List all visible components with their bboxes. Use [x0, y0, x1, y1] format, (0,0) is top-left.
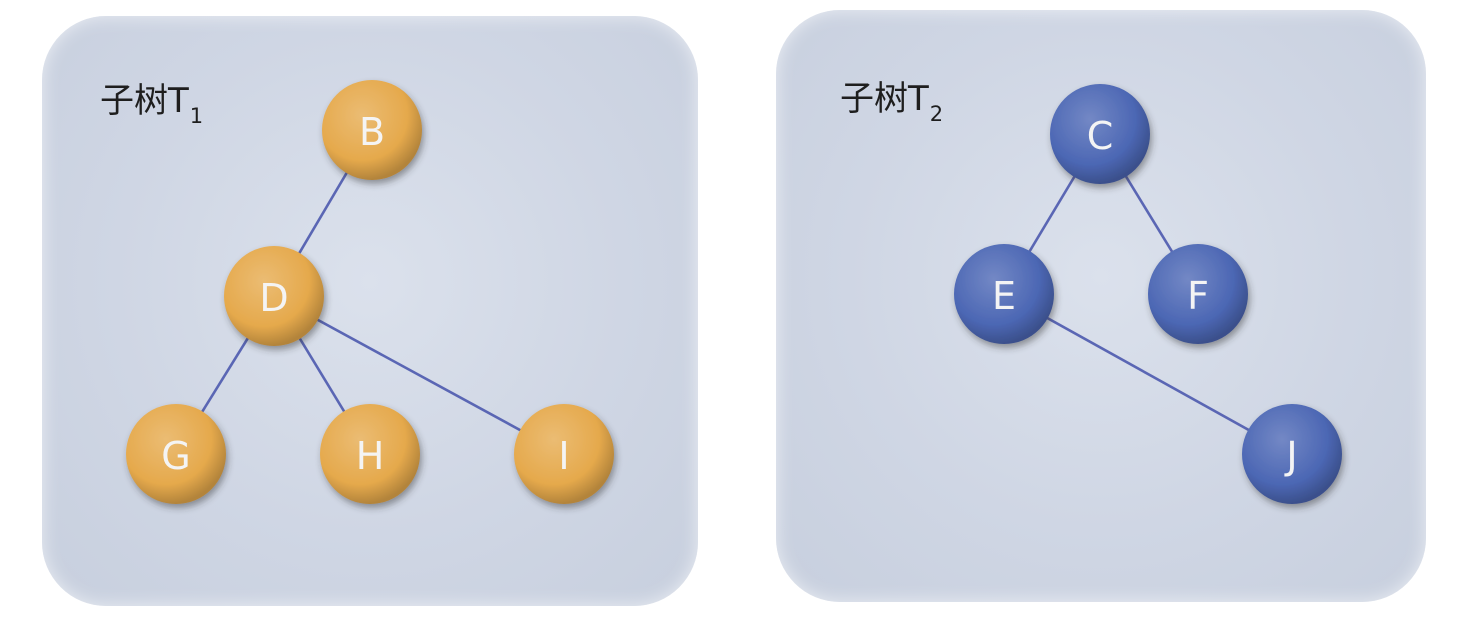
subtree-t1-title-text: 子树T — [100, 81, 189, 121]
node-b-circle — [322, 80, 422, 180]
node-h-label: H — [356, 434, 385, 478]
node-b: B — [322, 80, 422, 180]
subtree-t1-diagram: B D G H I — [126, 80, 614, 504]
node-g-label: G — [161, 434, 190, 478]
node-h: H — [320, 404, 420, 504]
node-c-circle — [1050, 84, 1150, 184]
subtree-t2-title-text: 子树T — [840, 79, 929, 119]
node-i-circle — [514, 404, 614, 504]
subtree-t2-diagram: C E F J — [954, 84, 1342, 504]
node-d: D — [224, 246, 324, 346]
node-c: C — [1050, 84, 1150, 184]
node-i-label: I — [558, 434, 569, 478]
node-b-label: B — [359, 110, 385, 154]
node-d-circle — [224, 246, 324, 346]
subtree-t1-title: 子树T1 — [100, 81, 203, 127]
node-j-label: J — [1284, 434, 1297, 478]
node-f-label: F — [1187, 274, 1209, 318]
node-e: E — [954, 244, 1054, 344]
node-g: G — [126, 404, 226, 504]
subtree-t2-title-subscript: 2 — [929, 102, 944, 126]
node-f: F — [1148, 244, 1248, 344]
subtree-t1-title-subscript: 1 — [189, 104, 204, 128]
edge-e-j — [1003, 292, 1293, 456]
node-e-circle — [954, 244, 1054, 344]
subtree-t2-title: 子树T2 — [840, 79, 943, 125]
subtree-t2-panel: 子树T2 C E F J — [776, 10, 1426, 602]
edge-d-i — [273, 294, 565, 456]
node-j-circle — [1242, 404, 1342, 504]
node-d-label: D — [259, 276, 288, 320]
node-h-circle — [320, 404, 420, 504]
subtree-t1-panel: 子树T1 B D G H I — [42, 16, 698, 606]
node-j: J — [1242, 404, 1342, 504]
node-g-circle — [126, 404, 226, 504]
node-c-label: C — [1087, 114, 1114, 158]
node-f-circle — [1148, 244, 1248, 344]
node-i: I — [514, 404, 614, 504]
node-e-label: E — [992, 274, 1016, 318]
